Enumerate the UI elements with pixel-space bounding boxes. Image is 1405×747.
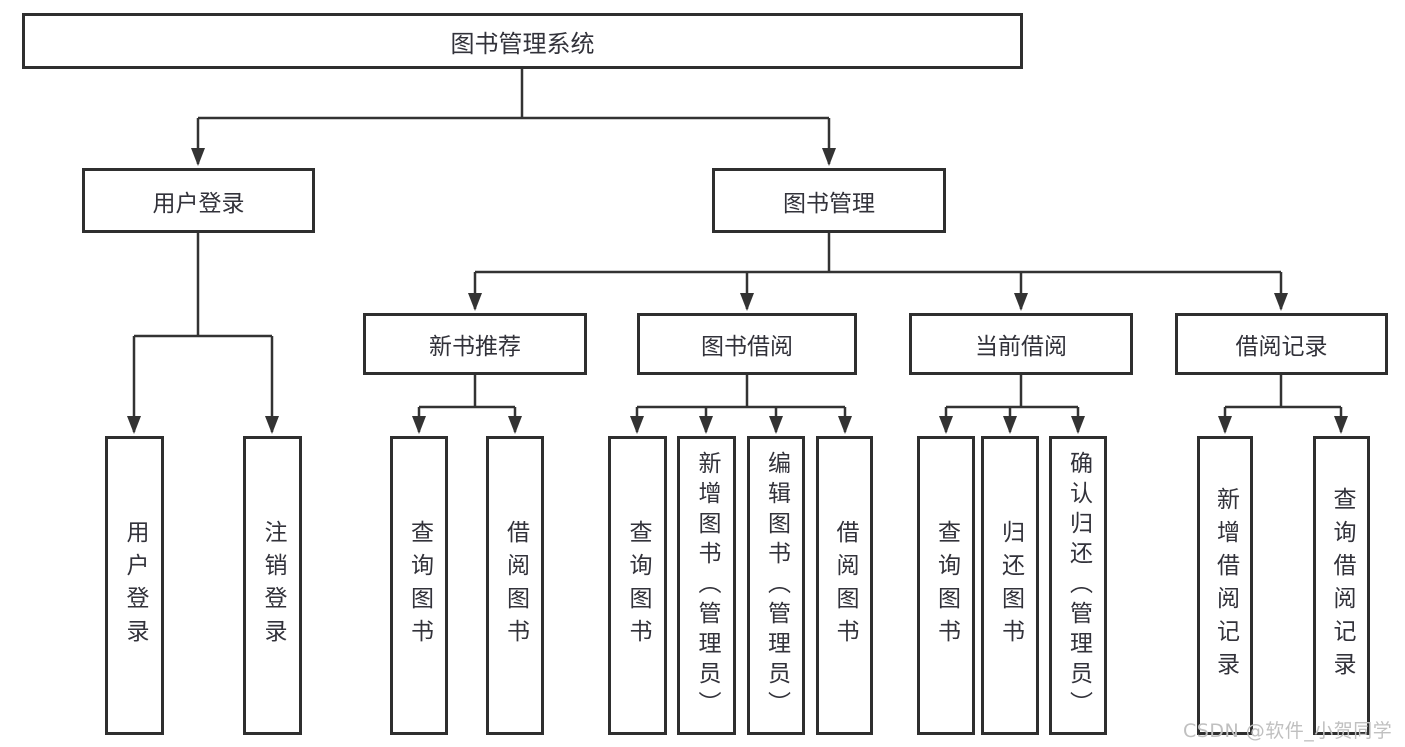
node-borrow-records: 借阅记录: [1175, 313, 1388, 375]
leaf-query-books-borrow: 查询图书: [608, 436, 667, 735]
node-book-borrow: 图书借阅: [637, 313, 857, 375]
connector-group-book-management: [468, 233, 1288, 311]
node-current-borrow: 当前借阅: [909, 313, 1133, 375]
node-user-login: 用户登录: [82, 168, 315, 233]
connector-group-new-book: [412, 375, 522, 434]
node-label: 查询借阅记录: [1329, 486, 1355, 685]
node-label: 确认归还（管理员）: [1065, 450, 1092, 721]
leaf-logout: 注销登录: [243, 436, 302, 735]
node-label: 新书推荐: [429, 334, 521, 360]
node-label: 用户登录: [152, 190, 245, 217]
node-label: 用户登录: [122, 519, 148, 652]
node-book-management: 图书管理: [712, 168, 946, 233]
leaf-user-login: 用户登录: [105, 436, 164, 735]
connector-group-current-borrow: [939, 375, 1085, 434]
node-label: 归还图书: [997, 519, 1024, 652]
leaf-borrow-books-recommend: 借阅图书: [486, 436, 544, 735]
node-label: 查询图书: [406, 519, 433, 652]
node-label: 借阅图书: [832, 519, 858, 652]
leaf-query-books-recommend: 查询图书: [390, 436, 448, 735]
node-label: 编辑图书（管理员）: [763, 450, 790, 721]
leaf-return-books: 归还图书: [981, 436, 1039, 735]
leaf-query-borrow-record: 查询借阅记录: [1313, 436, 1370, 735]
node-label: 新增借阅记录: [1212, 486, 1239, 685]
node-label: 图书借阅: [701, 334, 793, 360]
connector-group-user-login: [127, 233, 279, 434]
node-label: 新增图书（管理员）: [694, 450, 720, 721]
node-label: 当前借阅: [975, 334, 1067, 360]
leaf-edit-book-admin: 编辑图书（管理员）: [747, 436, 805, 735]
node-library-management-system: 图书管理系统: [22, 13, 1023, 69]
leaf-confirm-return-admin: 确认归还（管理员）: [1049, 436, 1107, 735]
node-label: 图书管理: [783, 190, 875, 217]
node-label: 查询图书: [933, 519, 960, 652]
node-label: 借阅记录: [1235, 334, 1328, 360]
node-label: 查询图书: [625, 519, 651, 652]
node-label: 借阅图书: [502, 519, 529, 652]
connector-group-root: [191, 69, 836, 166]
leaf-query-books-current: 查询图书: [917, 436, 975, 735]
node-label: 注销登录: [260, 519, 286, 652]
leaf-borrow-books: 借阅图书: [816, 436, 873, 735]
node-label: 图书管理系统: [450, 29, 595, 58]
leaf-add-book-admin: 新增图书（管理员）: [677, 436, 736, 735]
csdn-watermark: CSDN @软件_小贺同学: [1183, 720, 1393, 742]
connector-group-borrow-records: [1218, 375, 1348, 434]
connector-group-book-borrow: [630, 375, 852, 434]
node-new-book-recommend: 新书推荐: [363, 313, 587, 375]
leaf-add-borrow-record: 新增借阅记录: [1197, 436, 1253, 735]
